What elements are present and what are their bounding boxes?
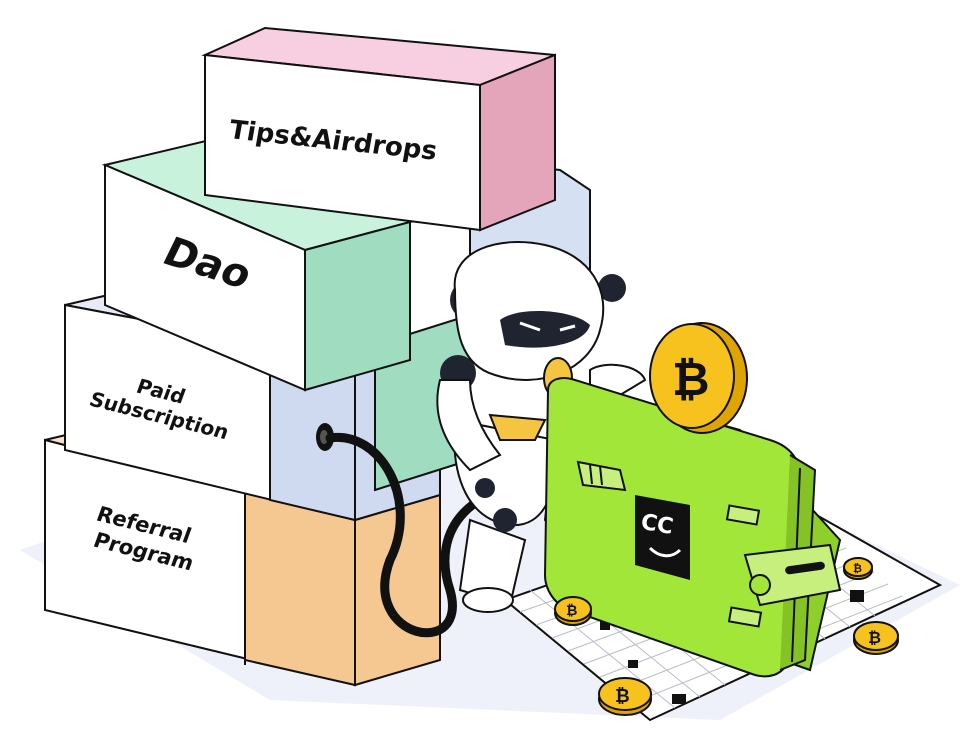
coin-2: ₿ xyxy=(598,677,652,716)
coin-3-symbol: ₿ xyxy=(868,628,881,647)
floor-coins: ₿ ₿ ₿ ₿ xyxy=(554,557,899,716)
coin-4: ₿ xyxy=(843,557,873,580)
power-cable xyxy=(325,432,595,638)
wallet: CC xyxy=(543,377,842,678)
wallet-badge: CC xyxy=(639,510,675,540)
big-coin: ₿ xyxy=(649,322,748,434)
robot xyxy=(436,241,647,613)
coin-1: ₿ xyxy=(554,596,592,626)
big-coin-symbol: ₿ xyxy=(672,352,710,406)
tips-airdrops-box: Tips&Airdrops xyxy=(201,26,556,232)
coin-4-symbol: ₿ xyxy=(853,562,862,575)
coin-3: ₿ xyxy=(853,621,899,655)
coin-1-symbol: ₿ xyxy=(566,603,577,619)
coin-2-symbol: ₿ xyxy=(615,686,630,707)
